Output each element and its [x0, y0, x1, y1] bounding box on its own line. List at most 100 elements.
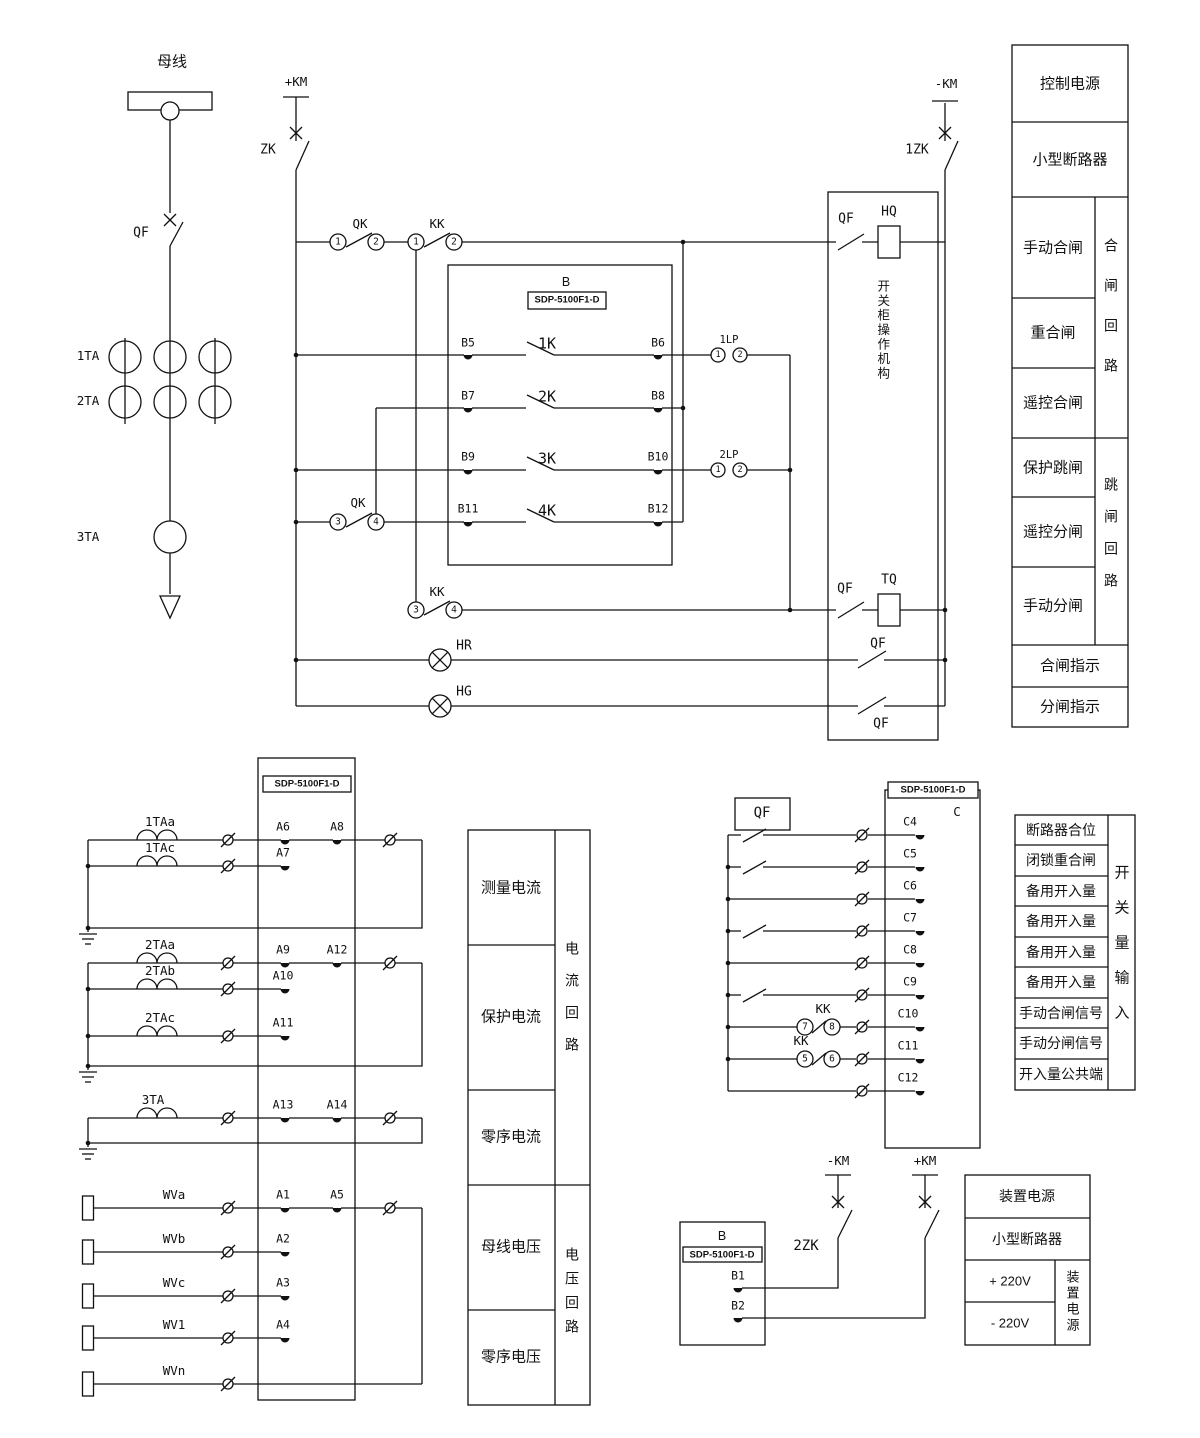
- ctrl-trip-loop-label: 跳闸回路: [1103, 477, 1119, 605]
- minus-km-label: -KM: [934, 75, 958, 91]
- kk-pin-7: 7: [802, 1021, 808, 1033]
- qf-aux-close-label: QF: [838, 211, 854, 227]
- ctrl-row-reclose: 重合闸: [1030, 324, 1076, 342]
- di-row-breaker-closed: 断路器合位: [1026, 822, 1096, 838]
- contact-1k-label: 1K: [537, 334, 557, 353]
- power-row-device-power: 装置电源: [999, 1188, 1055, 1204]
- ctrl-row-mcb: 小型断路器: [1032, 151, 1108, 169]
- contact-4k-label: 4K: [537, 501, 557, 520]
- busbar-label: 母线: [156, 53, 188, 71]
- kk-pin-6: 6: [829, 1053, 835, 1065]
- terminal-a10-label: A10: [272, 968, 294, 983]
- pt-wv1-label: WV1: [162, 1316, 186, 1332]
- kk-upper-label: KK: [429, 215, 445, 231]
- terminal-b10-label: B10: [647, 449, 669, 464]
- kk-pin-2: 2: [451, 236, 457, 248]
- ctrl-row-remote-open: 遥控分闸: [1022, 523, 1084, 541]
- breaker-qf-contact: [169, 221, 184, 247]
- pt-wvn-label: WVn: [162, 1362, 186, 1378]
- terminal-a9-label: A9: [276, 942, 290, 957]
- terminal-c8-label: C8: [903, 942, 917, 957]
- analog-row-zero-seq-current: 零序电流: [480, 1128, 542, 1146]
- di-row-common: 开入量公共端: [1019, 1066, 1103, 1082]
- di-row-manual-close-signal: 手动合闸信号: [1019, 1005, 1103, 1021]
- link-1lp-label: 1LP: [719, 333, 739, 346]
- ctrl-row-manual-close: 手动合闸: [1022, 239, 1084, 257]
- power-device-b-label: B: [717, 1228, 727, 1243]
- terminal-b9-label: B9: [461, 449, 475, 464]
- ct-1ta-label: 1TA: [76, 347, 100, 363]
- ctrl-close-loop-label: 合闸回路: [1103, 238, 1119, 398]
- qk-lower-label: QK: [350, 494, 366, 510]
- mechanism-label: 开关柜操作机构: [875, 279, 890, 381]
- terminal-a4-label: A4: [276, 1317, 290, 1332]
- terminal-b2-label: B2: [731, 1298, 745, 1313]
- relay-box-label: B: [561, 274, 571, 289]
- power-table: [964, 1174, 1091, 1346]
- ct-2ta-label: 2TA: [76, 392, 100, 408]
- qk-pin-4: 4: [373, 516, 379, 528]
- ctrl-row-close-indicator: 合闸指示: [1039, 657, 1101, 675]
- power-row-minus-220: - 220V: [990, 1315, 1030, 1331]
- control-circuit-wiring: [283, 96, 959, 741]
- kk-di-open-label: KK: [793, 1032, 809, 1048]
- pt-wvb-label: WVb: [162, 1230, 186, 1246]
- di-row-manual-open-signal: 手动分闸信号: [1019, 1035, 1103, 1051]
- terminal-c7-label: C7: [903, 910, 917, 925]
- relay-box: [447, 264, 673, 566]
- terminal-a11-label: A11: [272, 1015, 294, 1030]
- terminal-a14-label: A14: [326, 1097, 348, 1112]
- link-2lp-label: 2LP: [719, 448, 739, 461]
- wires: [283, 96, 958, 707]
- power-device-model-label: SDP-5100F1-D: [689, 1249, 755, 1261]
- di-device-c-label: C: [953, 803, 961, 819]
- lp1-pin-2: 2: [737, 349, 743, 360]
- contact-3k-label: 3K: [537, 449, 557, 468]
- qf-aux-hg-label: QF: [873, 716, 889, 732]
- qk-pin-3: 3: [335, 516, 341, 528]
- lamp-hr-label: HR: [456, 638, 472, 654]
- ctrl-row-open-indicator: 分闸指示: [1039, 698, 1101, 716]
- terminal-b8-label: B8: [651, 388, 665, 403]
- di-row-block-reclose: 闭锁重合闸: [1026, 852, 1096, 868]
- ct-2ta-icon: [198, 385, 232, 419]
- kk-pin-1: 1: [413, 236, 419, 248]
- device-box: [257, 757, 356, 1401]
- control-table: [1011, 44, 1129, 728]
- contacts: [295, 140, 959, 715]
- analog-row-bus-voltage: 母线电压: [480, 1238, 542, 1256]
- lamp-hg-label: HG: [456, 684, 472, 700]
- coil-hq-label: HQ: [881, 204, 897, 220]
- terminal-a8-label: A8: [330, 819, 344, 834]
- terminal-b12-label: B12: [647, 501, 669, 516]
- terminal-b11-label: B11: [457, 501, 479, 516]
- ctrl-row-control-power: 控制电源: [1039, 75, 1101, 93]
- qk-pin-1: 1: [335, 236, 341, 248]
- ct-1taa-label: 1TAa: [144, 813, 176, 829]
- ct-3ta-icon: [153, 520, 187, 554]
- terminal-a1-label: A1: [276, 1187, 290, 1202]
- terminal-c9-label: C9: [903, 974, 917, 989]
- qk-upper-label: QK: [352, 215, 368, 231]
- di-group-label: 开关量输入: [1112, 864, 1130, 1040]
- power-device-box: [679, 1221, 766, 1346]
- kk-pin-3: 3: [413, 604, 419, 616]
- analog-input-wiring: [78, 757, 423, 1401]
- terminal-c6-label: C6: [903, 878, 917, 893]
- 1zk-label: 1ZK: [905, 142, 929, 158]
- ctrl-row-remote-close: 遥控合闸: [1022, 394, 1084, 412]
- ct-2tab-label: 2TAb: [144, 962, 176, 978]
- power-row-mcb: 小型断路器: [992, 1231, 1062, 1247]
- ct-3ta-coil-label: 3TA: [141, 1091, 165, 1107]
- terminal-a13-label: A13: [272, 1097, 294, 1112]
- terminal-a12-label: A12: [326, 942, 348, 957]
- analog-row-zero-seq-voltage: 零序电压: [480, 1348, 542, 1366]
- power-minus-km-label: -KM: [826, 1152, 850, 1168]
- kk-pin-4: 4: [451, 604, 457, 616]
- terminal-a3-label: A3: [276, 1275, 290, 1290]
- terminal-c10-label: C10: [897, 1006, 919, 1021]
- digital-input-wiring: [679, 781, 981, 1346]
- feeder-wires: [124, 120, 216, 594]
